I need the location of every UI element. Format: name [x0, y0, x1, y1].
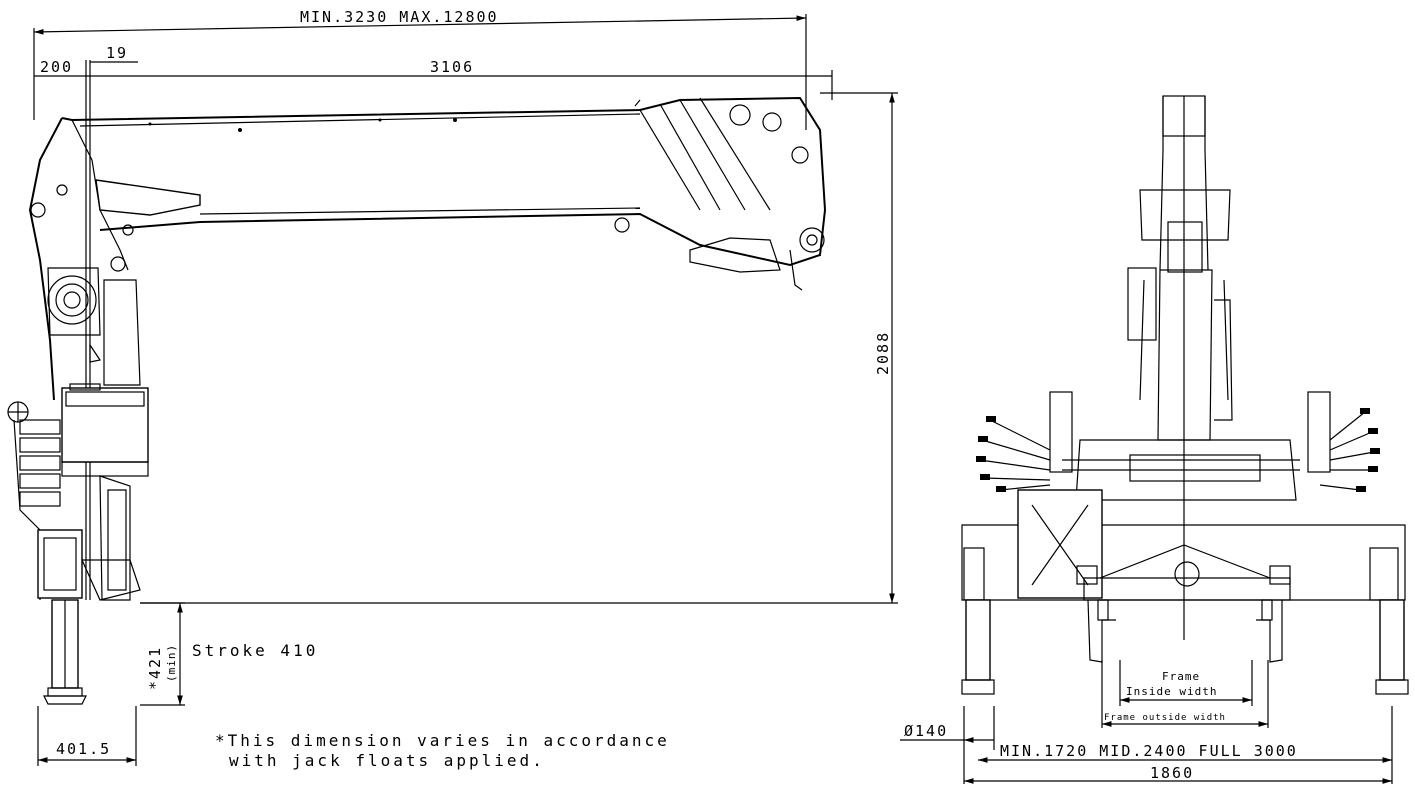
jack-dimension: *421 (min) Stroke 410	[140, 602, 318, 706]
side-view: MIN.3230 MAX.12800 200 19 3106	[7, 8, 898, 770]
mast	[1127, 95, 1233, 640]
height-dimension: 2088	[140, 92, 898, 604]
body	[961, 489, 1406, 601]
outrigger-dimensions: Ø140 MIN.1720 MID.2400 FULL 3000 1860	[900, 706, 1393, 784]
width-401-label: 401.5	[56, 740, 111, 758]
reach-label: MIN.3230 MAX.12800	[300, 8, 499, 26]
outrigger-label: MIN.1720 MID.2400 FULL 3000	[1000, 742, 1298, 760]
frame-dimensions: Frame Inside width Frame outside width	[1101, 660, 1269, 728]
turret	[1049, 391, 1331, 501]
base	[7, 383, 149, 601]
boom	[61, 96, 827, 291]
offset-200-label: 200	[40, 58, 73, 76]
outside-width-label: Frame outside width	[1104, 713, 1226, 723]
width-dimension: 401.5	[37, 706, 137, 766]
reach-dimension: MIN.3230 MAX.12800	[33, 8, 807, 130]
control-valves	[13, 419, 141, 601]
levers-left	[976, 416, 1051, 492]
height-2088-label: 2088	[874, 331, 892, 375]
offset-19-label: 19	[106, 44, 128, 62]
base-1860-label: 1860	[1150, 764, 1194, 782]
jack-leg	[43, 599, 87, 705]
jack-min-label: (min)	[165, 644, 178, 682]
column	[28, 117, 201, 401]
note-line2: with jack floats applied.	[229, 751, 545, 770]
front-legs	[961, 599, 1409, 695]
boom-3106-label: 3106	[430, 58, 474, 76]
offset-dimensions: 200 19 3106	[34, 44, 833, 600]
frame-label: Frame	[1162, 670, 1200, 683]
footnote: *This dimension varies in accordance wit…	[215, 731, 670, 770]
levers-right	[1319, 408, 1380, 492]
jack-421-label: *421	[146, 646, 164, 690]
inside-width-label: Inside width	[1126, 685, 1217, 698]
note-line1: *This dimension varies in accordance	[215, 731, 670, 750]
front-view: Frame Inside width Frame outside width Ø…	[900, 95, 1409, 784]
diameter-label: Ø140	[904, 722, 948, 740]
stroke-label: Stroke 410	[192, 641, 318, 660]
